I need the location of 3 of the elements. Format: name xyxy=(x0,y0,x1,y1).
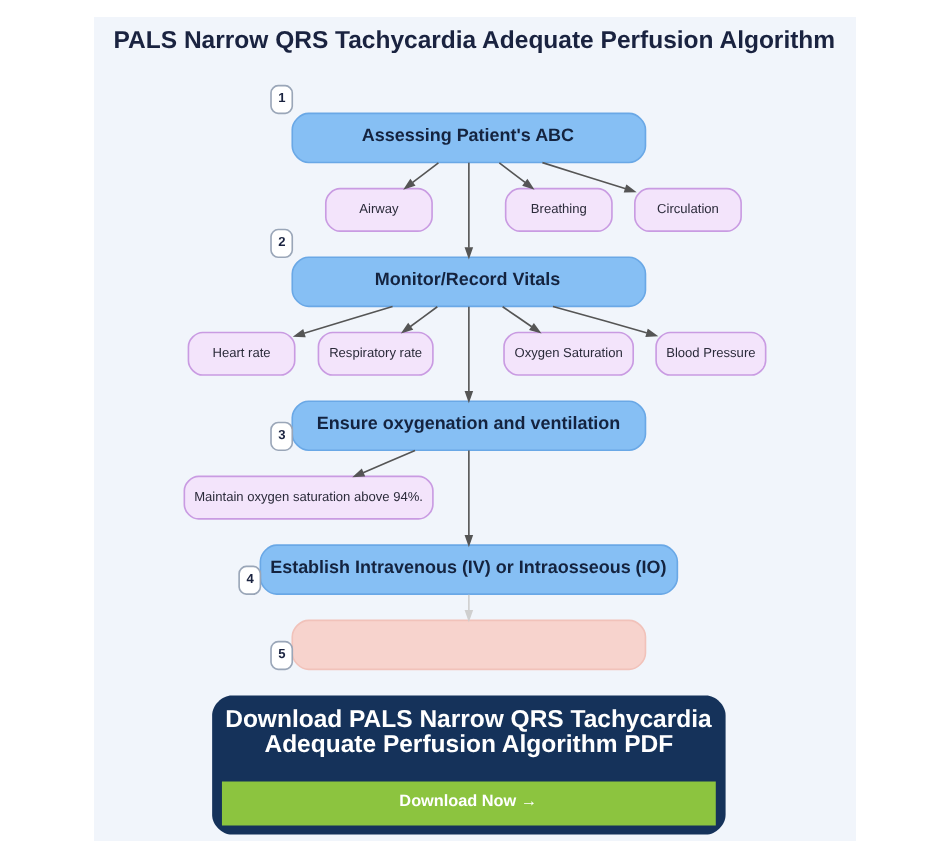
diagram-title: PALS Narrow QRS Tachycardia Adequate Perfusion Algorithm xyxy=(112,26,835,54)
label: Download PALS Narrow QRS Tachycardia Adequate Perfusion Algorithm PDF xyxy=(224,705,711,758)
label: Download Now → xyxy=(398,791,537,810)
